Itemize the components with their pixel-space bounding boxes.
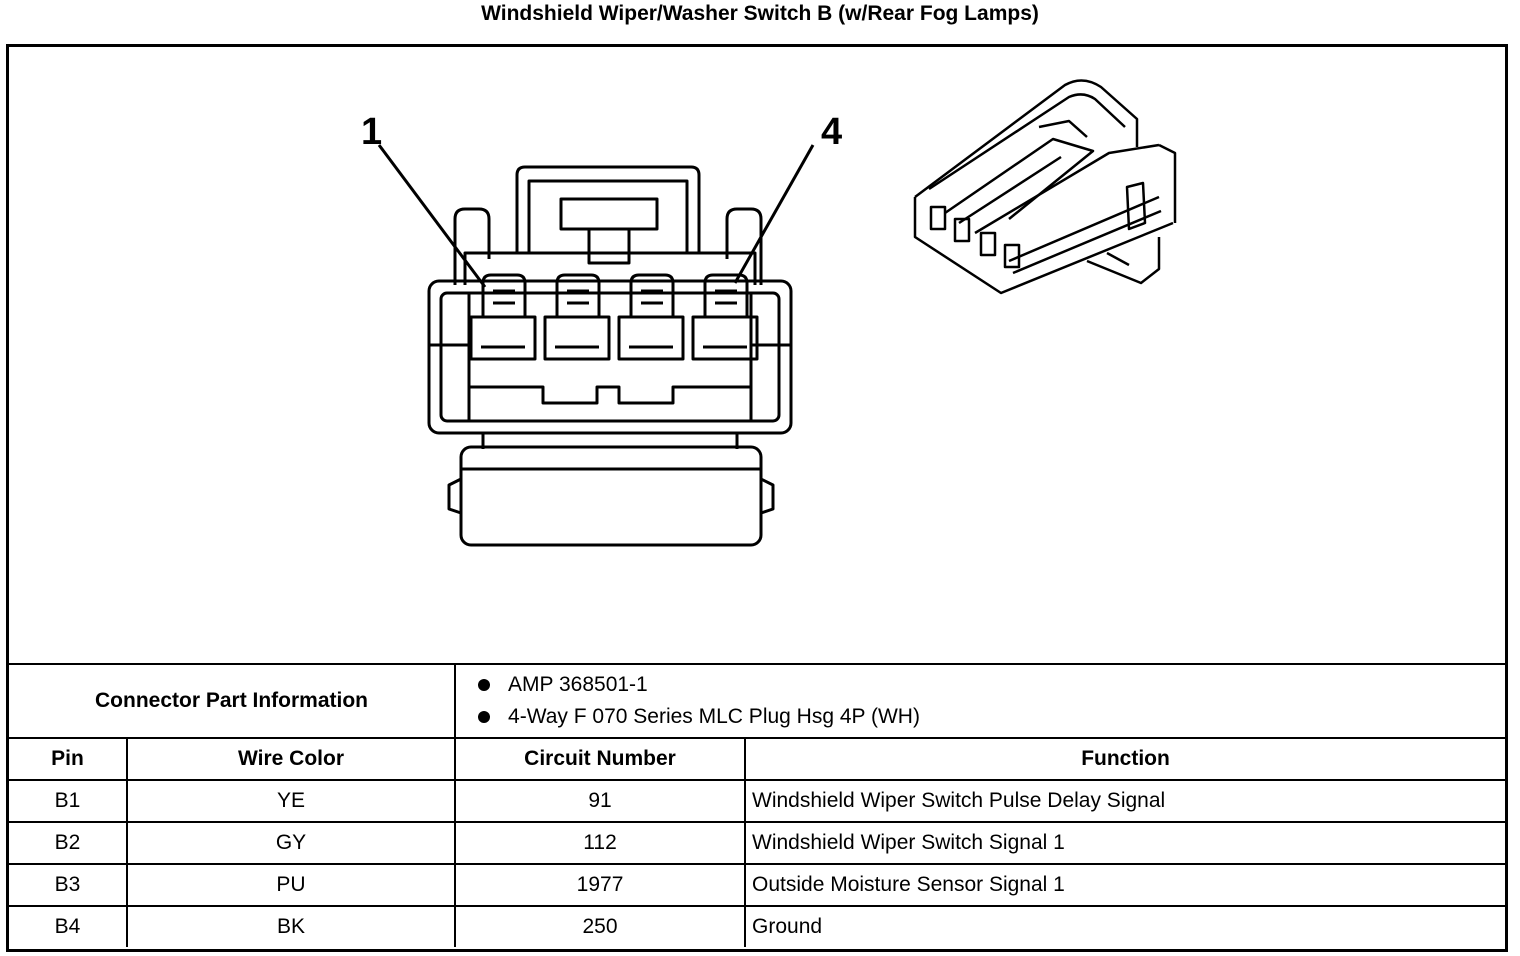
connector-diagram-area: 1 4 — [9, 47, 1505, 663]
cell-pin: B3 — [9, 863, 128, 907]
connector-3d-drawing — [913, 79, 1177, 295]
table-row: B3 PU 1977 Outside Moisture Sensor Signa… — [9, 863, 1506, 907]
cell-function: Windshield Wiper Switch Pulse Delay Sign… — [744, 779, 1506, 823]
bullet-icon — [478, 711, 491, 723]
part-info-item: 4-Way F 070 Series MLC Plug Hsg 4P (WH) — [478, 701, 1505, 733]
connector-face-drawing — [377, 144, 815, 547]
cell-pin: B1 — [9, 779, 128, 823]
header-pin: Pin — [9, 737, 128, 781]
cell-function: Ground — [744, 905, 1506, 947]
pin-1-leader — [377, 144, 487, 288]
table-header-row: Pin Wire Color Circuit Number Function — [9, 737, 1506, 781]
part-info-item: AMP 368501-1 — [478, 669, 1505, 701]
header-circuit-number: Circuit Number — [454, 737, 747, 781]
cell-pin: B2 — [9, 821, 128, 865]
pin-4-leader — [733, 144, 815, 284]
cell-circuit: 1977 — [454, 863, 747, 907]
cell-circuit: 91 — [454, 779, 747, 823]
pin-1-label: 1 — [361, 111, 383, 153]
table-row: B1 YE 91 Windshield Wiper Switch Pulse D… — [9, 779, 1506, 823]
connector-info-table: Connector Part Information AMP 368501-1 … — [9, 663, 1506, 947]
cell-circuit: 112 — [454, 821, 747, 865]
cell-wire-color: YE — [125, 779, 457, 823]
cell-function: Windshield Wiper Switch Signal 1 — [744, 821, 1506, 865]
part-info-row: Connector Part Information AMP 368501-1 … — [9, 663, 1506, 739]
pin-4-label: 4 — [821, 111, 843, 153]
header-wire-color: Wire Color — [125, 737, 457, 781]
cell-wire-color: BK — [125, 905, 457, 947]
cell-function: Outside Moisture Sensor Signal 1 — [744, 863, 1506, 907]
cell-wire-color: PU — [125, 863, 457, 907]
part-description: 4-Way F 070 Series MLC Plug Hsg 4P (WH) — [508, 705, 920, 728]
part-info-values: AMP 368501-1 4-Way F 070 Series MLC Plug… — [454, 663, 1506, 739]
header-function: Function — [744, 737, 1506, 781]
table-row: B2 GY 112 Windshield Wiper Switch Signal… — [9, 821, 1506, 865]
pin-cavities — [469, 273, 759, 361]
page-title: Windshield Wiper/Washer Switch B (w/Rear… — [481, 2, 1039, 25]
bullet-icon — [478, 679, 491, 691]
cell-circuit: 250 — [454, 905, 747, 947]
connector-frame: 1 4 — [6, 44, 1508, 952]
part-number: AMP 368501-1 — [508, 673, 648, 696]
cell-pin: B4 — [9, 905, 128, 947]
cell-wire-color: GY — [125, 821, 457, 865]
table-row: B4 BK 250 Ground — [9, 905, 1506, 947]
part-info-label: Connector Part Information — [9, 663, 457, 739]
